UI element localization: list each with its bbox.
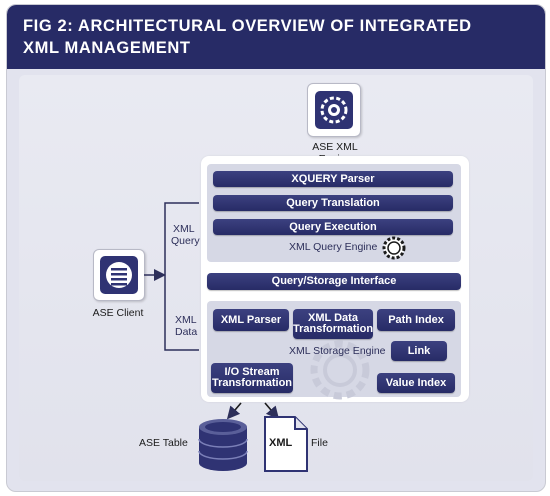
- figure-frame: FIG 2: ARCHITECTURAL OVERVIEW OF INTEGRA…: [6, 4, 546, 492]
- query-translation-box: Query Translation: [213, 195, 453, 211]
- gear-icon: [315, 91, 353, 129]
- xml-data-label-1: XML: [175, 314, 197, 326]
- ase-client-icon-box: [93, 249, 145, 301]
- figure-title-line-2: XML MANAGEMENT: [23, 39, 191, 57]
- xquery-parser-box: XQUERY Parser: [213, 171, 453, 187]
- figure-title-line-1: FIG 2: ARCHITECTURAL OVERVIEW OF INTEGRA…: [23, 17, 472, 35]
- storage-engine-watermark-gear-icon: [310, 340, 370, 400]
- link-box: Link: [391, 341, 447, 361]
- xml-document-icon: [264, 416, 308, 472]
- xml-data-transformation-box: XML Data Transformation: [293, 309, 373, 339]
- xml-document-label: XML: [269, 437, 293, 449]
- xml-query-label-2: Query: [171, 235, 200, 247]
- ase-client-label: ASE Client: [92, 307, 144, 319]
- value-index-box: Value Index: [377, 373, 455, 393]
- connector-lines: [144, 202, 199, 351]
- storage-engine-label: XML Storage Engine: [289, 345, 386, 357]
- output-arrows: [226, 402, 280, 420]
- file-label: File: [311, 437, 328, 449]
- xml-query-label-1: XML: [173, 223, 195, 235]
- figure-header: FIG 2: ARCHITECTURAL OVERVIEW OF INTEGRA…: [7, 5, 545, 69]
- xml-data-label-2: Data: [175, 326, 198, 338]
- database-icon: [198, 419, 248, 471]
- xml-data-transformation-line-1: XML Data: [308, 312, 358, 324]
- query-execution-box: Query Execution: [213, 219, 453, 235]
- xml-parser-box: XML Parser: [213, 309, 289, 331]
- query-engine-gear-icon: [382, 236, 406, 260]
- io-stream-transformation-box: I/O Stream Transformation: [211, 363, 293, 393]
- path-index-box: Path Index: [377, 309, 455, 331]
- list-icon: [100, 256, 138, 294]
- query-storage-interface-box: Query/Storage Interface: [207, 273, 461, 290]
- xml-data-transformation-line-2: Transformation: [292, 323, 374, 335]
- io-stream-transformation-line-1: I/O Stream: [224, 366, 280, 378]
- ase-xml-engine-icon-box: [307, 83, 361, 137]
- io-stream-transformation-line-2: Transformation: [211, 377, 293, 389]
- ase-table-label: ASE Table: [139, 437, 188, 449]
- query-engine-label: XML Query Engine: [289, 241, 378, 253]
